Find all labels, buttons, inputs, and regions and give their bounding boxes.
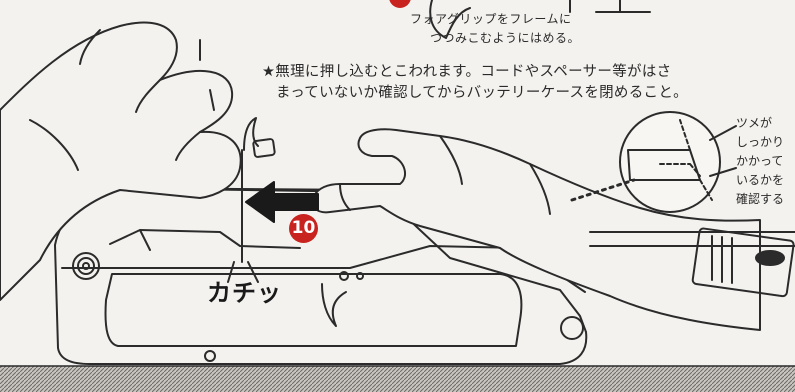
previous-step-badge	[389, 0, 411, 8]
foregrip-caption-line1: フォアグリップをフレームに	[410, 12, 572, 26]
push-arrow	[245, 181, 319, 223]
step-badge: 10	[289, 214, 318, 243]
claw-note-line: ツメが	[736, 116, 773, 130]
warning-line2: まっていないか確認してからバッテリーケースを閉めること。	[276, 85, 688, 101]
claw-check-note: ツメが しっかり かかって いるかを 確認する	[736, 114, 784, 209]
foregrip-caption-line2: つつみこむようにはめる。	[430, 31, 581, 45]
table-surface	[0, 366, 795, 392]
foregrip-sketch	[429, 0, 471, 39]
barrel	[589, 231, 795, 247]
left-hand	[0, 21, 242, 301]
release-lever	[243, 117, 259, 151]
claw-note-line: かかって	[736, 154, 784, 168]
claw-note-line: 確認する	[736, 192, 785, 206]
claw-note-line: しっかり	[736, 135, 785, 149]
detail-circle	[619, 111, 721, 213]
warning-line1: ★無理に押し込むとこわれます。コードやスペーサー等がはさ	[262, 64, 672, 80]
right-hand	[311, 128, 761, 331]
claw-note-line: いるかを	[736, 173, 785, 187]
click-sound-label: カチッ	[207, 279, 282, 307]
